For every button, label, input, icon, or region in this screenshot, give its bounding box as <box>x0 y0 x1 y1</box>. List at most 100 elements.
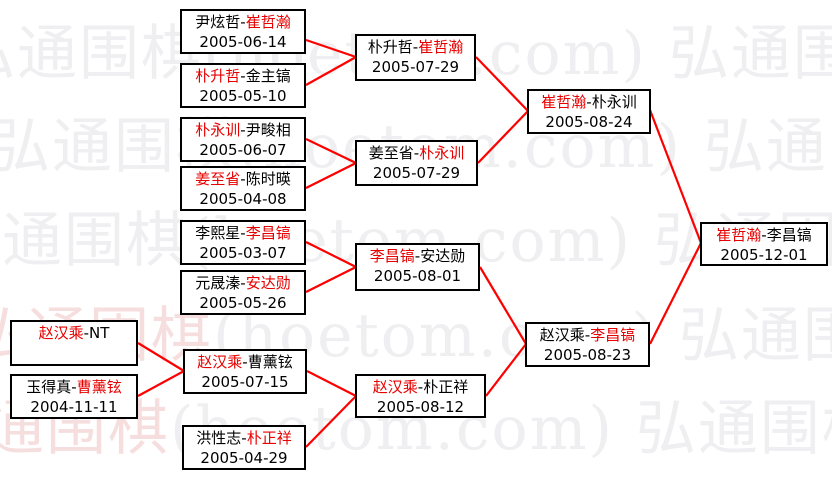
watermark-text: 弘通围棋(hoetom.com)弘通围棋(hoetom.com) <box>0 24 832 84</box>
separator: - <box>413 144 420 162</box>
player-name: 李熙星 <box>195 224 241 242</box>
player-name: 姜至省 <box>195 170 241 188</box>
match-box-r1-1: 尹炫哲-崔哲瀚 2005-06-14 <box>180 9 306 54</box>
watermark-text: 弘通围棋(hoetom.com) <box>0 206 632 276</box>
match-players: 姜至省-朴永训 <box>357 143 476 163</box>
match-players: 崔哲瀚-李昌镐 <box>702 225 826 245</box>
player-name: 金主镐 <box>245 67 291 85</box>
separator: - <box>240 67 246 85</box>
separator: - <box>412 38 419 56</box>
match-date: 2005-08-24 <box>545 113 633 131</box>
player-name: 赵汉乘 <box>372 378 418 396</box>
match-date: 2004-11-11 <box>30 398 118 416</box>
match-date: 2005-07-15 <box>201 373 289 391</box>
player-name: 姜至省 <box>368 144 414 162</box>
separator: - <box>240 274 246 292</box>
player-name: 安达勋 <box>245 274 291 292</box>
match-date: 2005-06-14 <box>199 33 287 51</box>
match-box-prelim-2: 玉得真-曹薰铉 2004-11-11 <box>10 374 138 419</box>
player-name: 朴正祥 <box>423 378 469 396</box>
match-date: 2005-08-01 <box>373 267 462 285</box>
match-players: 朴升哲-金主镐 <box>182 66 304 86</box>
connector-line <box>485 343 527 397</box>
separator: - <box>586 93 592 111</box>
connector-line <box>305 241 357 268</box>
match-box-r1-4: 姜至省-陈时暎 2005-04-08 <box>180 166 306 211</box>
match-date: 2005-07-29 <box>372 164 461 182</box>
player-name: 曹薰铉 <box>76 378 122 396</box>
player-name: 李昌镐 <box>590 326 636 344</box>
connector-line <box>648 109 703 244</box>
player-name: 崔哲瀚 <box>716 226 762 244</box>
match-date: 2005-07-29 <box>371 58 460 76</box>
connector-line <box>475 56 529 112</box>
connector-line <box>477 110 529 164</box>
match-box-r1-5: 李熙星-李昌镐 2005-03-07 <box>180 220 306 265</box>
match-date: 2005-05-26 <box>199 294 287 312</box>
separator: - <box>414 247 421 265</box>
match-date: 2005-08-12 <box>376 398 465 416</box>
player-name: 朴永训 <box>419 144 465 162</box>
connector-line <box>137 342 185 372</box>
match-date: 2005-05-10 <box>199 87 287 105</box>
player-name: 赵汉乘 <box>197 353 243 371</box>
watermark-text: 弘通围棋(hoetom.com)弘通围棋(hoetom.com) <box>0 117 832 177</box>
match-players: 朴永训-尹畯相 <box>182 120 304 140</box>
separator: - <box>584 326 591 344</box>
player-name: 安达勋 <box>420 247 466 265</box>
match-box-r2-4: 赵汉乘-朴正祥 2005-08-12 <box>355 374 486 418</box>
separator: - <box>240 170 246 188</box>
match-players: 姜至省-陈时暎 <box>182 169 304 189</box>
watermark-text: 弘通围棋(hoetom.com) <box>668 19 832 89</box>
player-name: 朴正祥 <box>246 429 292 447</box>
match-date: 2005-03-07 <box>199 244 287 262</box>
connector-line <box>137 370 185 397</box>
watermark-text: 弘通围棋(hoetom.com) <box>703 112 832 182</box>
separator: - <box>240 13 246 31</box>
player-name: 元晟溱 <box>195 274 241 292</box>
connector-line <box>649 242 702 345</box>
player-name: 朴升哲 <box>367 38 413 56</box>
separator: - <box>761 226 767 244</box>
player-name: 尹畯相 <box>245 121 291 139</box>
separator: - <box>71 378 77 396</box>
connector-line <box>305 56 357 86</box>
player-name: 李昌镐 <box>766 226 812 244</box>
match-box-r1-6: 元晟溱-安达勋 2005-05-26 <box>180 270 306 315</box>
player-name: 崔哲瀚 <box>418 38 464 56</box>
match-date: 2005-04-29 <box>200 449 288 467</box>
player-name: 崔哲瀚 <box>245 13 291 31</box>
match-players: 赵汉乘-NT <box>12 323 136 343</box>
match-players: 元晟溱-安达勋 <box>182 273 304 293</box>
match-box-prelim-1: 赵汉乘-NT <box>10 320 138 366</box>
match-date: 2005-06-07 <box>199 141 287 159</box>
player-name: 崔哲瀚 <box>541 93 587 111</box>
watermark-text: 弘通围棋(hoetom.com) <box>635 394 832 464</box>
match-players: 赵汉乘-曹薰铉 <box>185 352 305 372</box>
player-name: 玉得真 <box>26 378 72 396</box>
separator: - <box>242 353 248 371</box>
player-name: 尹炫哲 <box>195 13 241 31</box>
match-players: 崔哲瀚-朴永训 <box>529 92 649 112</box>
player-name: 朴升哲 <box>195 67 241 85</box>
watermark-text: 弘通围棋(hoetom.com) <box>0 19 647 89</box>
match-box-r2-1: 朴升哲-崔哲瀚 2005-07-29 <box>355 34 476 81</box>
player-name: 陈时暎 <box>245 170 291 188</box>
match-players: 尹炫哲-崔哲瀚 <box>182 12 304 32</box>
separator: - <box>241 429 247 447</box>
player-name: 朴永训 <box>195 121 241 139</box>
connector-line <box>305 162 357 189</box>
player-name: NT <box>89 324 110 342</box>
watermark-text: 弘通围棋(hoetom.com) <box>678 301 832 371</box>
match-box-r2-3: 李昌镐-安达勋 2005-08-01 <box>355 243 480 291</box>
connector-line <box>306 370 357 397</box>
separator: - <box>417 378 424 396</box>
connector-line <box>305 38 357 59</box>
separator: - <box>83 324 90 342</box>
match-players: 洪性志-朴正祥 <box>184 428 304 448</box>
match-players: 赵汉乘-朴正祥 <box>357 377 484 397</box>
player-name: 朴永训 <box>591 93 637 111</box>
match-players: 赵汉乘-李昌镐 <box>527 325 648 345</box>
